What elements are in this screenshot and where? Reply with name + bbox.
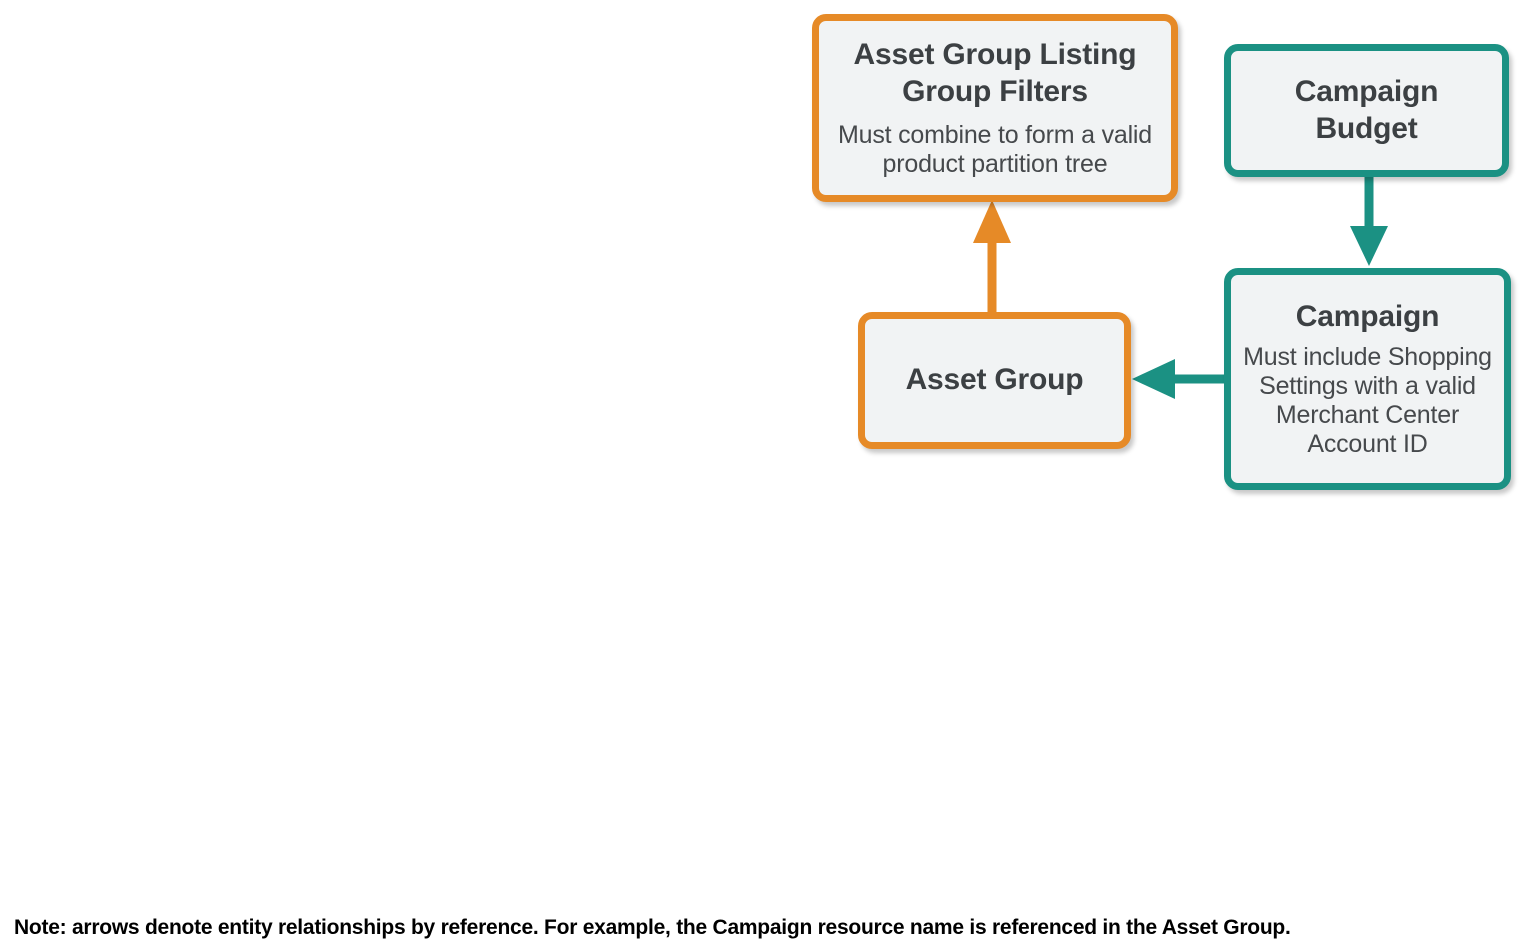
node-title: Campaign Budget — [1294, 74, 1439, 145]
node-asset-group[interactable]: Asset Group — [858, 312, 1131, 449]
node-description: Must include Shopping Settings with a va… — [1243, 343, 1492, 459]
connector-campaign-to-asset-group — [1132, 359, 1228, 399]
node-title: Asset Group — [905, 363, 1084, 397]
node-campaign[interactable]: Campaign Must include Shopping Settings … — [1224, 268, 1511, 490]
connector-campaign-budget-to-campaign — [1350, 170, 1388, 266]
node-campaign-budget[interactable]: Campaign Budget — [1224, 44, 1509, 177]
node-title: Campaign — [1295, 299, 1440, 333]
node-description: Must combine to form a valid product par… — [838, 120, 1152, 178]
node-asset-group-listing-group-filters[interactable]: Asset Group Listing Group Filters Must c… — [812, 14, 1178, 202]
node-title: Asset Group Listing Group Filters — [853, 38, 1137, 108]
diagram-note: Note: arrows denote entity relationships… — [14, 916, 1291, 939]
connector-asset-group-to-listing-group-filters — [973, 200, 1011, 318]
